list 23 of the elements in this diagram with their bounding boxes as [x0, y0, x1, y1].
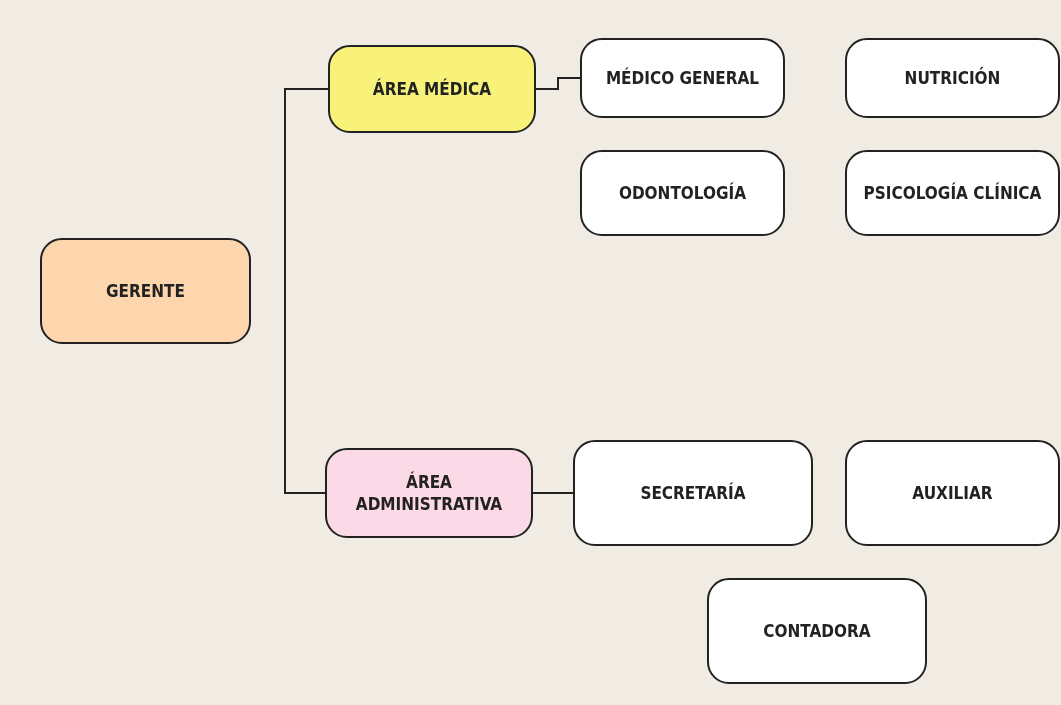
node-label: AUXILIAR — [912, 481, 993, 505]
connector-line — [535, 77, 581, 90]
node-label: MÉDICO GENERAL — [605, 66, 760, 90]
unit-box — [573, 440, 813, 546]
connector-line — [284, 88, 329, 494]
connector-line — [532, 492, 574, 494]
unit-box — [580, 150, 785, 236]
unit-box — [845, 38, 1060, 118]
node-label: SECRETARÍA — [640, 481, 746, 505]
department-box — [328, 45, 536, 133]
node-label: ÁREA ADMINISTRATIVA — [354, 470, 504, 516]
unit-box — [580, 38, 785, 118]
node-label: PSICOLOGÍA CLÍNICA — [863, 181, 1042, 205]
node-label: ÁREA MÉDICA — [372, 77, 492, 101]
node-label: NUTRICIÓN — [904, 66, 1001, 90]
node-label: ODONTOLOGÍA — [618, 181, 747, 205]
node-label: CONTADORA — [763, 619, 871, 643]
manager-box — [40, 238, 251, 344]
unit-box — [845, 440, 1060, 546]
unit-box — [845, 150, 1060, 236]
department-box — [325, 448, 533, 538]
unit-box — [707, 578, 927, 684]
node-label: GERENTE — [106, 279, 185, 303]
